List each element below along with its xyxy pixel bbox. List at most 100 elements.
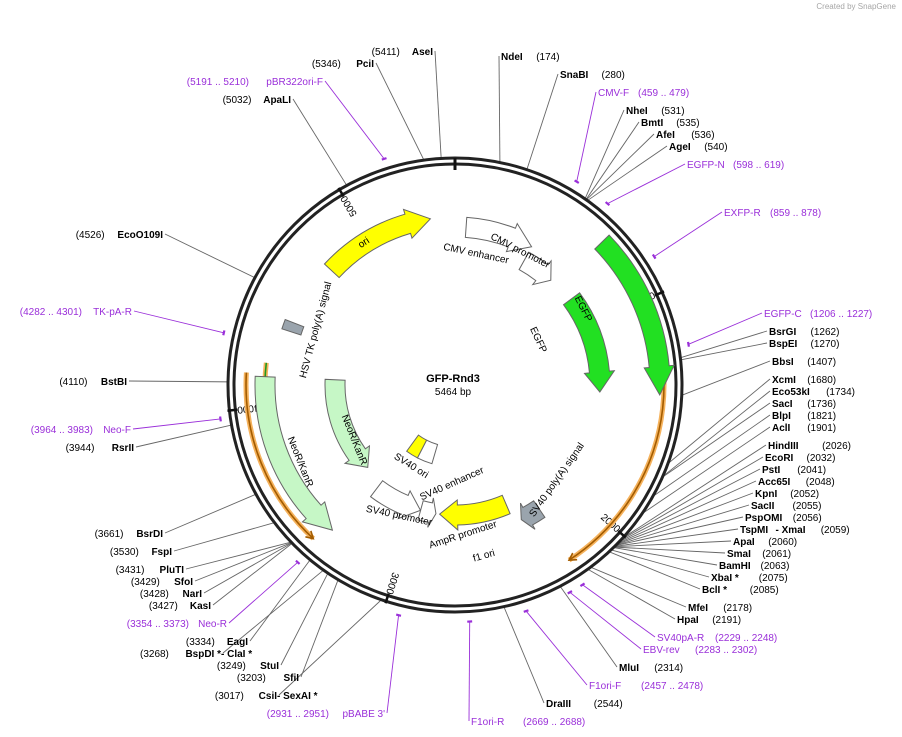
plasmid-center-label: GFP-Rnd3 5464 bp (426, 373, 480, 398)
site-label-xbai: XbaI *(2075) (711, 573, 788, 584)
site-number-sacii: (2055) (793, 501, 822, 512)
site-number-neo-r: (3354 .. 3373) (127, 619, 189, 630)
site-name-bcli: BclI * (702, 585, 727, 596)
site-number-bsrgi: (1262) (811, 327, 840, 338)
site-number-stui: (3249) (217, 661, 246, 672)
leader-hpai (586, 568, 676, 620)
site-name-tk-pa-r: TK-pA-R (93, 307, 132, 318)
site-number-draiii: (2544) (594, 699, 623, 710)
site-number-xcmi: (1680) (807, 375, 836, 386)
site-name-bbsi: BbsI (772, 357, 794, 368)
site-label-fspi: FspI(3530) (110, 547, 172, 558)
site-number-pcii: (5346) (312, 59, 341, 70)
site-label-mfei: MfeI(2178) (688, 603, 752, 614)
site-name-hpai: HpaI (677, 615, 699, 626)
primer-arc-line-0 (568, 239, 665, 561)
leader-f1ori-f (525, 610, 588, 686)
site-label-hindiii: HindIII (2026) (768, 441, 851, 452)
site-number-mlui: (2314) (654, 663, 683, 674)
leader-sv40pa-r (582, 584, 656, 638)
site-label-bspei: BspEI(1270) (769, 339, 839, 350)
site-number-egfp-c: (1206 .. 1227) (810, 309, 872, 320)
site-label-pspomi: PspOMI(2056) (745, 513, 822, 524)
leader-neo-f (132, 418, 221, 430)
plasmid-name: GFP-Rnd3 (426, 373, 480, 385)
site-number-kpni: (2052) (790, 489, 819, 500)
site-number-exfp-r: (859 .. 878) (770, 208, 821, 219)
site-number-acli: (1901) (807, 423, 836, 434)
site-label-bspdi: - ClaI *BspDI * (3268) (140, 649, 252, 660)
site-name-eco53ki: Eco53kI (772, 387, 810, 398)
site-number-bspdi: (3268) (140, 649, 169, 660)
site-name-xcmi: XcmI (772, 375, 796, 386)
site-name-bspdi: BspDI * (185, 649, 221, 660)
scale-label-3000: 3000 (383, 571, 400, 596)
site-label-nari: NarI(3428) (140, 589, 202, 600)
leader-bspei (679, 342, 768, 361)
site-number-neo-f: (3964 .. 3983) (31, 425, 93, 436)
primer-site-tk-pa-r (222, 330, 226, 336)
site-number-afei: (536) (691, 130, 714, 141)
leader-ebv-rev (569, 591, 642, 650)
scale-tick-3000 (384, 593, 390, 604)
leader-eagi (249, 558, 312, 642)
leader-snabi (526, 73, 559, 171)
primer-arc-line-1 (245, 372, 314, 540)
leader-hindiii (618, 444, 767, 541)
site-number-apali: (5032) (223, 95, 252, 106)
site-label-ecoo109i: EcoO109I(4526) (76, 230, 164, 241)
site-name-neo-f: Neo-F (103, 425, 131, 436)
feature-f1-ori (438, 494, 511, 532)
site-number-bcli: (2085) (750, 585, 779, 596)
site-name-snabi: SnaBI (560, 70, 589, 81)
site-name-ebv-rev: EBV-rev (643, 645, 680, 656)
site-label-bsrgi: BsrGI(1262) (769, 327, 839, 338)
site-name-mfei: MfeI (688, 603, 708, 614)
site-name-eagi: EagI (227, 637, 248, 648)
site-number-bmti: (535) (676, 118, 699, 129)
primer-arc-head-1 (305, 530, 315, 540)
leader-tk-pa-r (133, 310, 224, 334)
leader-ecori (617, 456, 764, 543)
site-name-ecoo109i: EcoO109I (117, 230, 163, 241)
leader-nhei (584, 109, 625, 201)
site-number-pbr322ori-f: (5191 .. 5210) (187, 77, 249, 88)
site-label-acli: AclI(1901) (772, 423, 836, 434)
site-number-hindiii: (2026) (822, 441, 851, 452)
site-name-egfp-c: EGFP-C (764, 309, 802, 320)
site-number-sfii: (3203) (237, 673, 266, 684)
feature-ampr-promoter (417, 497, 437, 528)
feature-label-sv40-poly-a-signal: SV40 poly(A) signal (527, 441, 586, 519)
leader-rsrii (135, 424, 233, 448)
site-name-bstbi: BstBI (101, 377, 127, 388)
site-number-apai: (2060) (768, 537, 797, 548)
site-name-hindiii: HindIII (768, 441, 799, 452)
leader-bsrdi (164, 493, 258, 534)
site-label-pbr322ori-f: pBR322ori-F(5191 .. 5210) (187, 77, 323, 88)
site-name-tspmi: TspMI (740, 525, 768, 536)
leader-bamhi (612, 546, 718, 566)
leader-pbabe-3 (386, 615, 400, 714)
site-name-kpni: KpnI (755, 489, 777, 500)
site-name-f1ori-r: F1ori-R (471, 717, 504, 728)
site-name-bmti: BmtI (641, 118, 663, 129)
primer-brackets-group (219, 157, 690, 623)
scale-tick-4000 (227, 408, 238, 412)
leader-acc65i (614, 480, 757, 546)
site-label-bcli: BclI * (2085) (702, 585, 779, 596)
site-label-snabi: SnaBI (280) (560, 70, 625, 81)
leader-xcmi (666, 378, 771, 466)
leader-f1ori-r (468, 621, 471, 722)
site-name-xmai: - XmaI (776, 525, 806, 536)
feature-ori (323, 208, 432, 279)
site-label-draiii: DraIII(2544) (546, 699, 623, 710)
site-number-sfoi: (3429) (131, 577, 160, 588)
site-name-csii: CsiI (259, 691, 278, 702)
feature-sv40-poly-a-signal (519, 500, 546, 530)
leader-bsrgi (679, 330, 768, 359)
leader-blpi (650, 414, 771, 499)
site-number-snabi: (280) (602, 70, 625, 81)
site-name-fspi: FspI (151, 547, 172, 558)
site-name-pbabe-3: pBABE 3' (343, 709, 386, 720)
site-name-clai: - ClaI * (221, 649, 252, 660)
